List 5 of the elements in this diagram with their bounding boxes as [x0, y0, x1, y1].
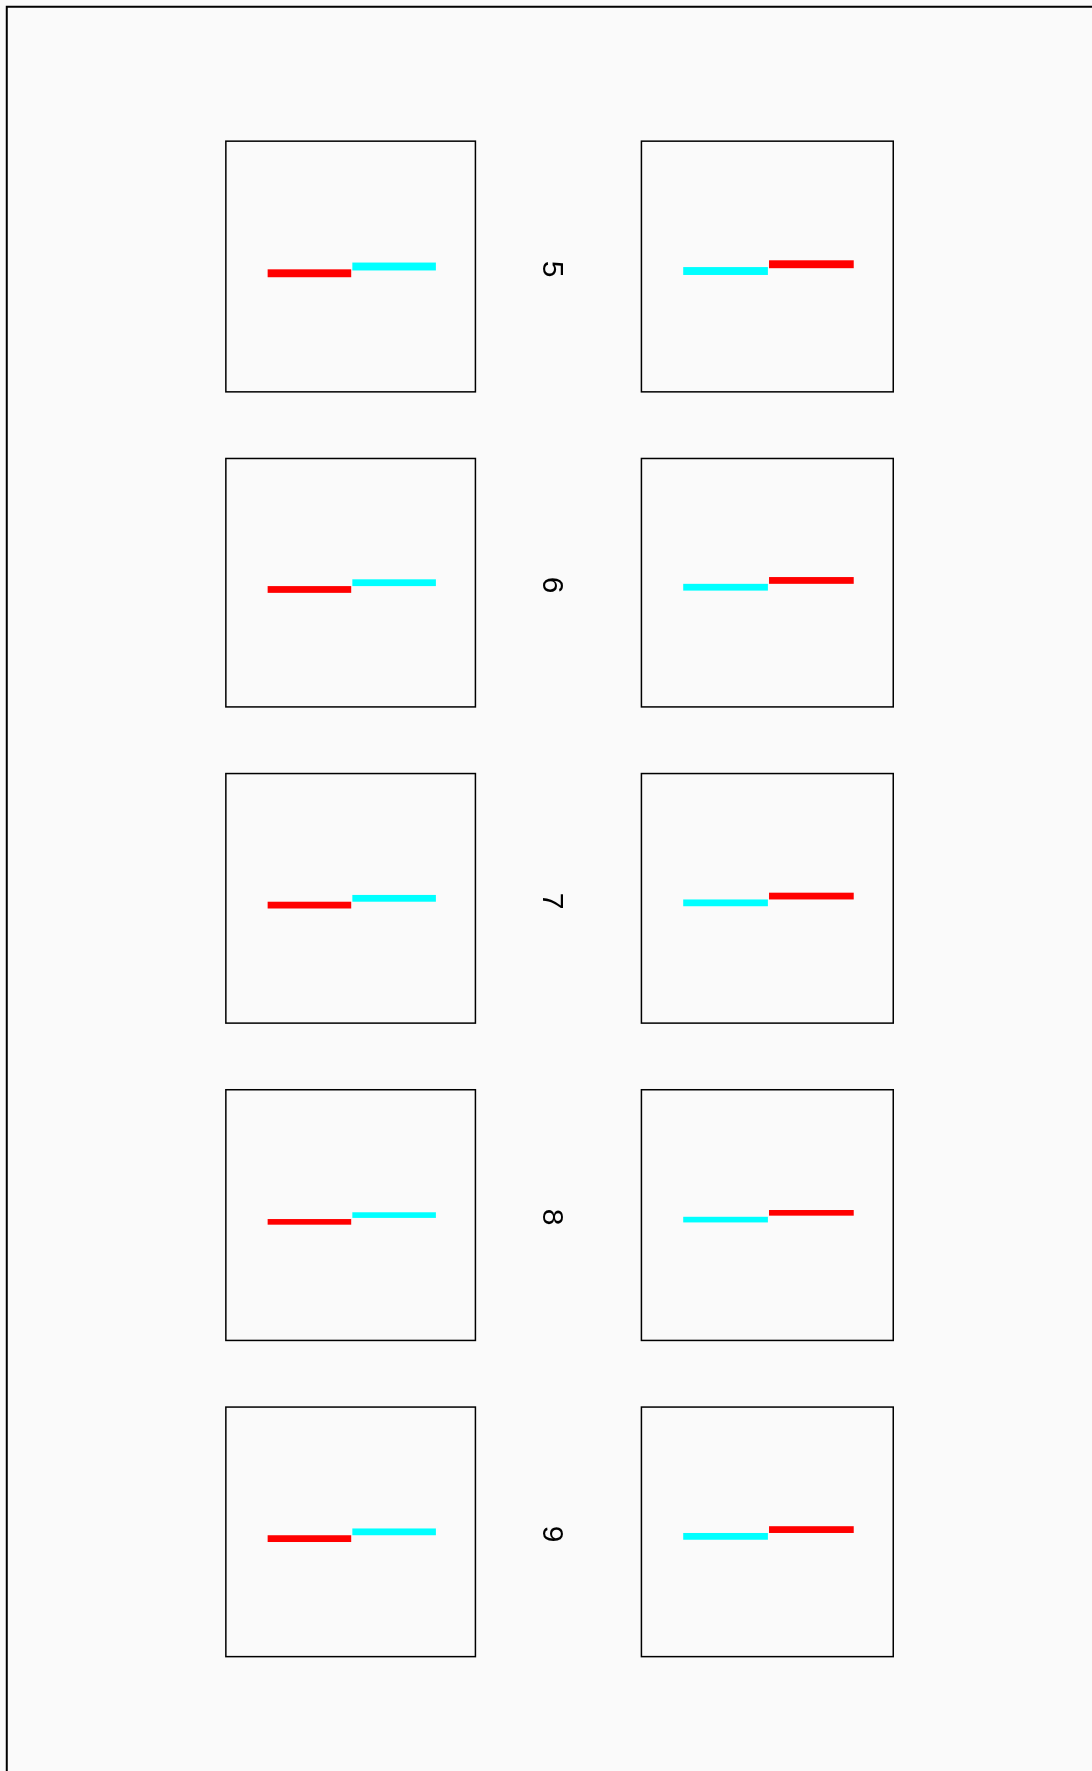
number-label: 9 [538, 1525, 569, 1542]
number-label: 7 [538, 892, 569, 910]
number-label: 8 [538, 1209, 569, 1226]
number-label: 6 [538, 576, 569, 594]
number-label: 5 [538, 260, 569, 278]
